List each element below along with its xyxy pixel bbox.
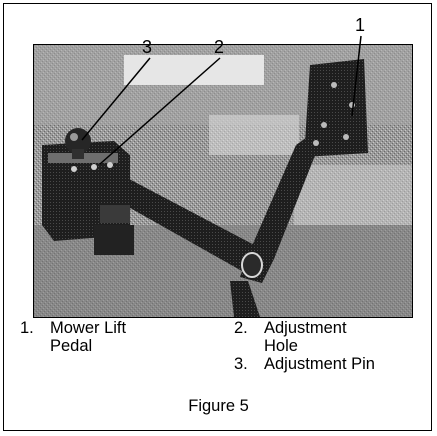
legend-number: 3. <box>234 355 248 373</box>
figure-caption: Figure 5 <box>188 397 249 415</box>
figure-frame: 3 2 1 1. Mower Lift Pedal 2. Adjustment … <box>3 3 432 431</box>
leader-line-2 <box>99 57 221 165</box>
pedal-photo-drawing <box>34 45 412 317</box>
callout-3: 3 <box>142 37 153 57</box>
legend-line: Adjustment Pin <box>264 355 375 373</box>
legend-text: Adjustment Hole <box>264 319 347 355</box>
legend-item-1: 1. Mower Lift Pedal <box>20 319 220 359</box>
callout-1: 1 <box>355 15 366 35</box>
callout-2: 2 <box>214 37 225 57</box>
legend-number: 1. <box>20 319 34 337</box>
legend-line: Adjustment <box>264 319 347 337</box>
leader-line-3 <box>81 57 151 141</box>
legend-text: Mower Lift Pedal <box>50 319 126 355</box>
legend-item-3: 3. Adjustment Pin <box>234 355 429 375</box>
leader-line-1 <box>351 35 362 117</box>
pedal-photo <box>33 44 413 318</box>
legend-number: 2. <box>234 319 248 337</box>
legend-line: Hole <box>264 337 298 355</box>
legend-text: Adjustment Pin <box>264 355 375 373</box>
legend-line: Pedal <box>50 337 93 355</box>
callout-leader-lines <box>81 35 362 165</box>
legend-line: Mower Lift <box>50 319 127 337</box>
legend-item-2: 2. Adjustment Hole <box>234 319 424 359</box>
